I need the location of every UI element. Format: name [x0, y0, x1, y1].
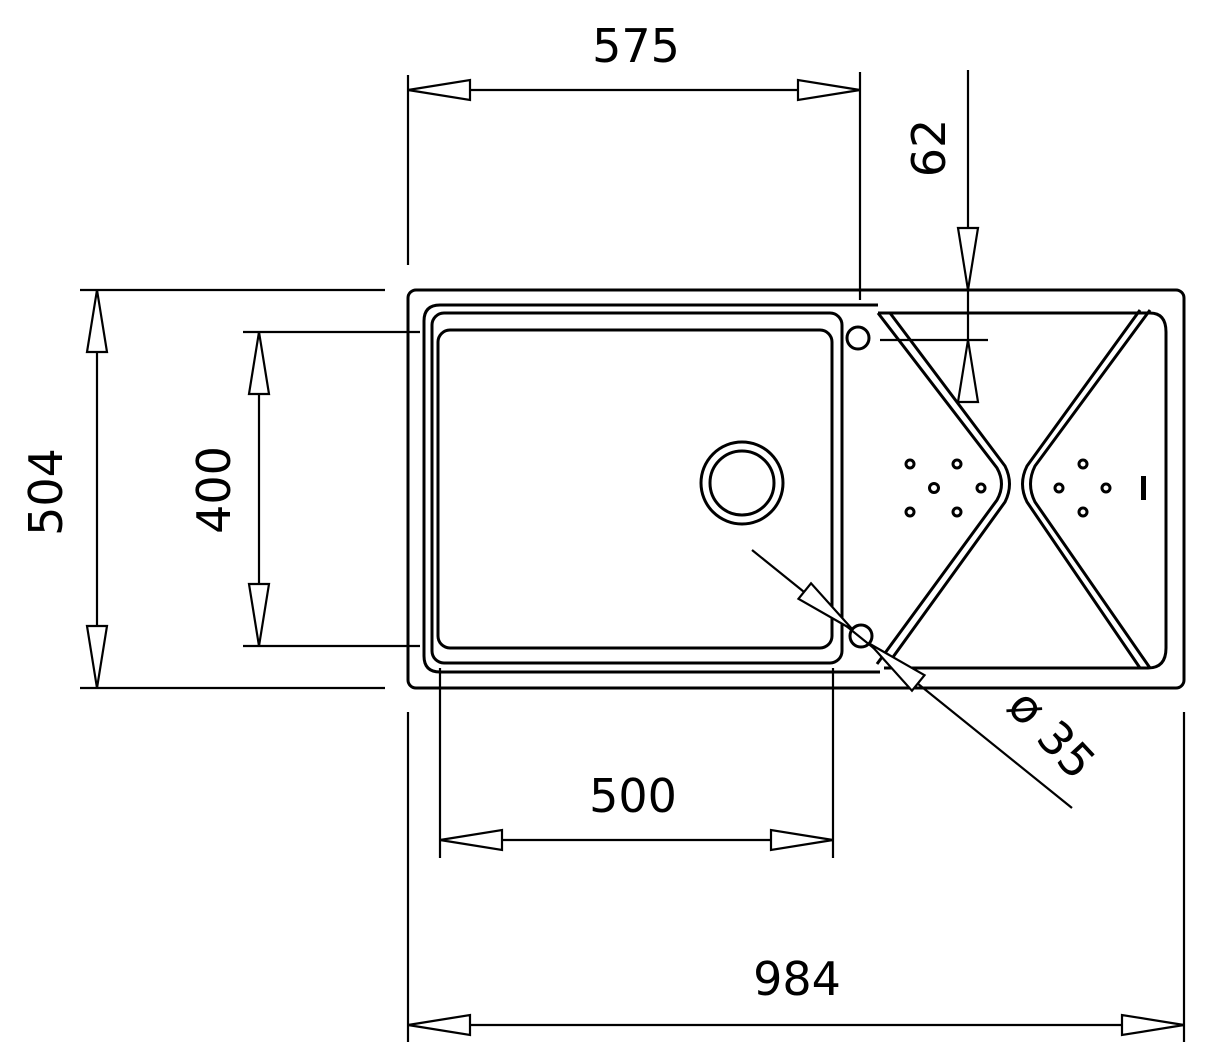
dimension-diameter-35: ø 35 — [751, 549, 1106, 809]
tap-hole-top — [845, 325, 871, 351]
dimension-62: 62 — [880, 70, 988, 404]
svg-text:400: 400 — [187, 446, 241, 534]
svg-text:ø 35: ø 35 — [997, 679, 1106, 790]
dimension-575: 575 — [406, 19, 862, 300]
dimension-400: 400 — [187, 330, 420, 648]
bowl-rim — [430, 311, 844, 665]
dimension-984: 984 — [406, 712, 1186, 1042]
drainer-grooves — [875, 309, 1152, 669]
dimension-500: 500 — [438, 668, 835, 858]
brand-logo — [1141, 476, 1146, 500]
svg-text:504: 504 — [19, 448, 73, 536]
drainer-dots — [904, 458, 1112, 518]
svg-text:62: 62 — [902, 119, 956, 178]
sink-outline — [406, 288, 1186, 690]
svg-text:984: 984 — [753, 952, 841, 1006]
svg-text:575: 575 — [592, 19, 680, 73]
dimension-504: 504 — [19, 288, 385, 690]
tap-hole-bottom — [848, 623, 874, 649]
drain-waste — [699, 440, 785, 526]
bowl — [436, 328, 834, 650]
svg-text:500: 500 — [589, 769, 677, 823]
